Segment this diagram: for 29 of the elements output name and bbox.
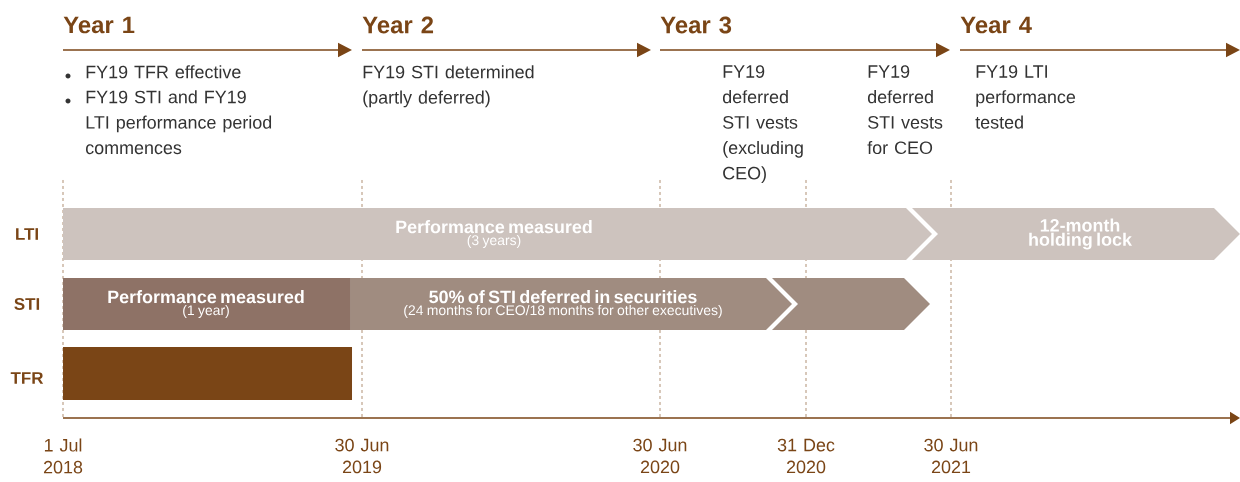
chevron-band: 12-month holding lock [912, 208, 1240, 260]
date-label: 1 Jul 2018 [43, 438, 83, 474]
node-label: Performance measured [396, 220, 592, 234]
date-label: 30 Jun 2019 [335, 438, 389, 474]
date-label: 31 Dec 2020 [777, 438, 835, 474]
chevron-band: Performance measured (3 years) [63, 208, 932, 260]
date-label: 30 Jun 2020 [633, 438, 687, 474]
node-label: (24 months for CEO/18 months for other executives) [404, 304, 722, 318]
event-text: FY19 STI determined (partly deferred) [363, 65, 534, 108]
band: Performance measured (1 year) [63, 278, 351, 330]
year-heading: Year 1 [63, 16, 135, 34]
chevron-band: 50% of STI deferred in securities (24 months for CEO/18 months for other executives) [350, 278, 792, 330]
event-text: FY19 deferred STI vests for CEO [867, 65, 943, 155]
row-label: TFR [10, 372, 44, 384]
node-label: 12-month holding lock [1029, 218, 1133, 250]
chevron-band [772, 278, 930, 330]
node-label: (3 years) [467, 234, 521, 248]
node-label: 50% of STI deferred in securities [429, 290, 697, 304]
date-label: 30 Jun 2021 [924, 438, 978, 474]
row-label: STI [14, 298, 40, 310]
year-heading: Year 4 [960, 16, 1032, 34]
event-text: FY19 LTI performance tested [975, 65, 1076, 129]
bar [63, 347, 352, 400]
year-heading: Year 2 [362, 16, 434, 34]
bullet-item: FY19 TFR effective [86, 65, 241, 79]
year-heading: Year 3 [660, 16, 732, 34]
bullet-item: FY19 STI and FY19 LTI performance period commences [86, 90, 272, 155]
row-label: LTI [16, 228, 38, 240]
event-text: FY19 deferred STI vests (excluding CEO) [722, 65, 803, 184]
